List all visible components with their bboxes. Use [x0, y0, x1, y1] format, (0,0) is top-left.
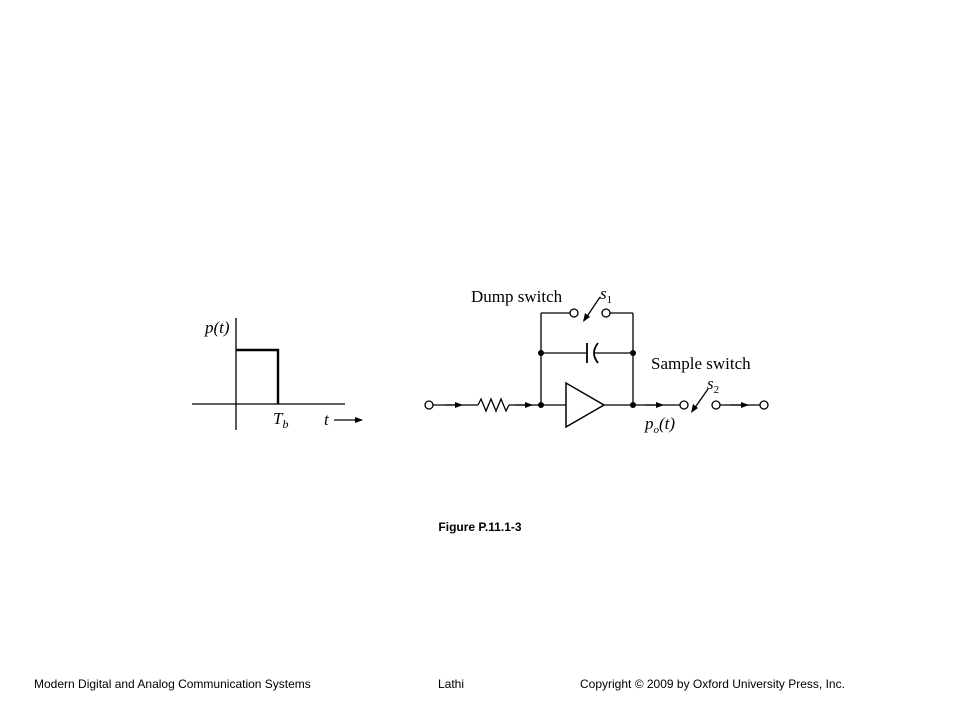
- output-terminal: [759, 400, 769, 410]
- dump-switch-terminal: [569, 308, 579, 318]
- sample-switch-arrowhead: [691, 404, 698, 413]
- output-label: po(t): [644, 414, 675, 436]
- rectangular-pulse: [236, 348, 280, 404]
- sample-switch-label: Sample switch: [651, 354, 751, 373]
- input-terminal: [424, 400, 434, 410]
- s2-label: s2: [707, 374, 719, 396]
- sample-switch-blade: [693, 388, 709, 410]
- plot-ylabel: p(t): [204, 318, 230, 337]
- pulse-plot: p(t) Tb t: [192, 318, 363, 431]
- sample-switch-terminal: [711, 400, 721, 410]
- dump-switch-terminal: [601, 308, 611, 318]
- plot-tick-label: Tb: [273, 409, 288, 431]
- dump-switch-arrowhead: [583, 313, 590, 322]
- dump-switch-blade: [585, 296, 601, 319]
- integrator-circuit: Dump switch s1 Sample switch s2 po(t): [424, 284, 769, 436]
- figure-caption: Figure P.11.1-3: [438, 520, 522, 534]
- footer-copyright: Copyright © 2009 by Oxford University Pr…: [580, 677, 845, 691]
- amplifier-triangle: [565, 381, 606, 429]
- plot-xlabel: t: [324, 410, 330, 429]
- sample-switch-terminal: [679, 400, 689, 410]
- resistor: [477, 397, 510, 413]
- dump-switch-label: Dump switch: [471, 287, 563, 306]
- footer-book-title: Modern Digital and Analog Communication …: [34, 677, 311, 691]
- s1-label: s1: [600, 284, 612, 306]
- footer-author: Lathi: [438, 677, 465, 691]
